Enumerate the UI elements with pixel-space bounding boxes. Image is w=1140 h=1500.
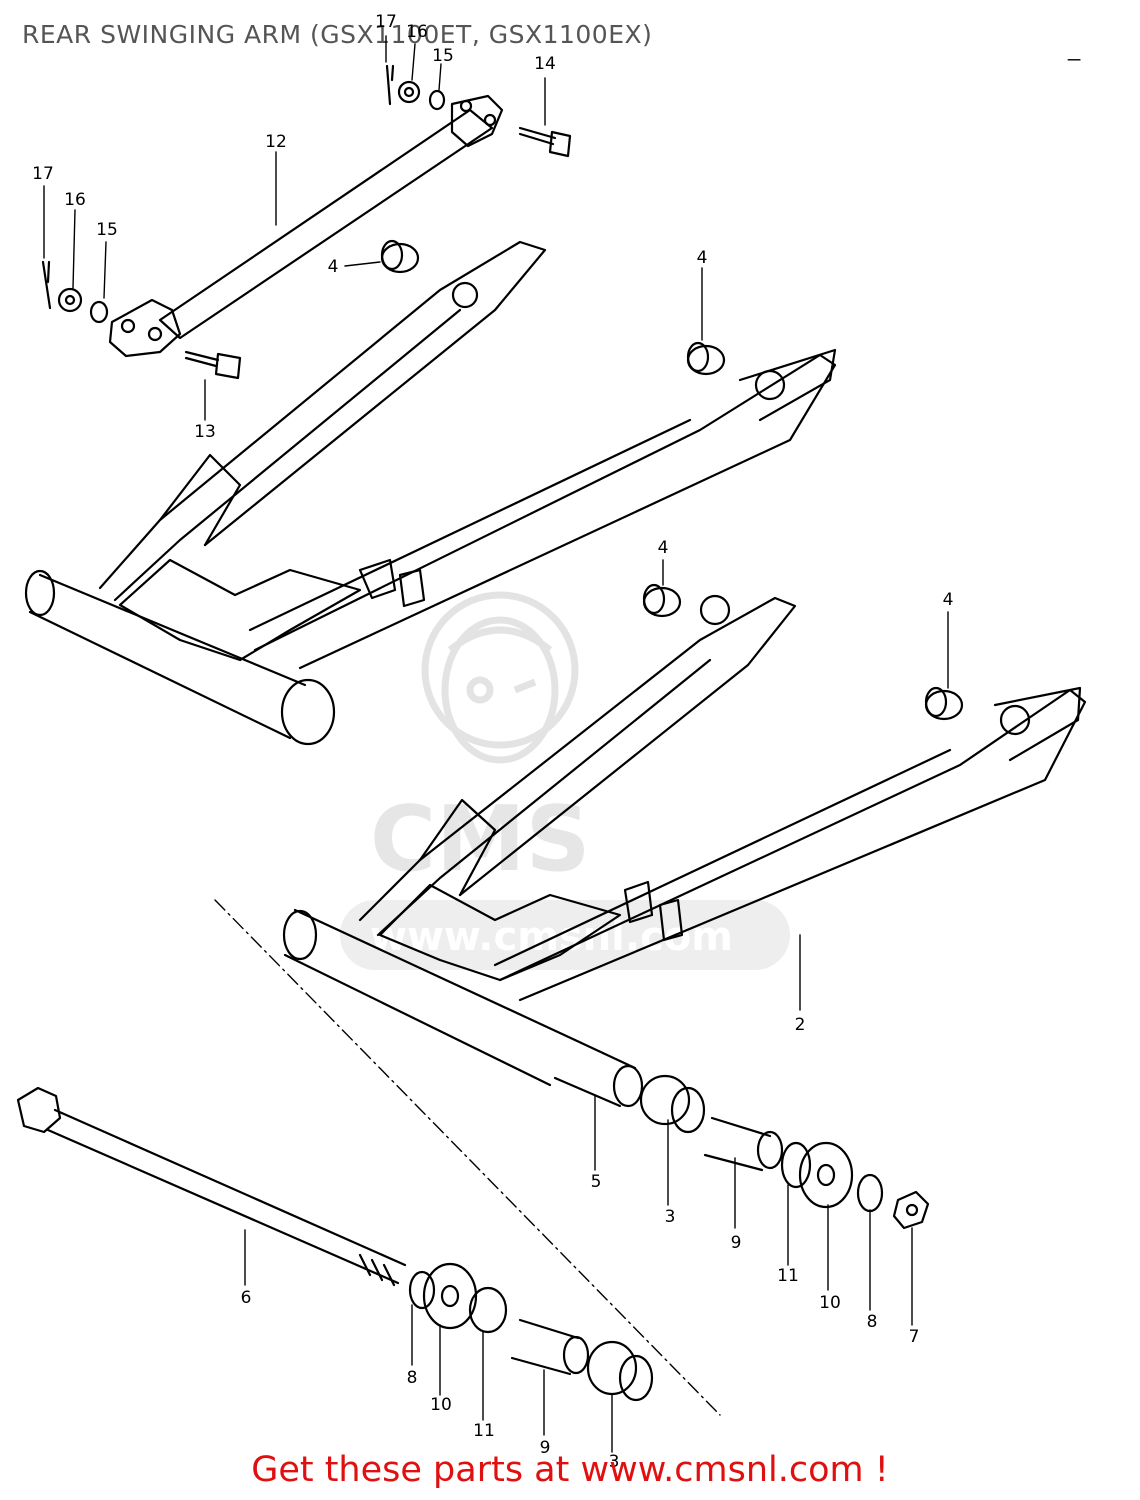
callout-4-d: 4 [942, 590, 954, 610]
bushing-part-4-b [686, 341, 726, 376]
seal-part-11-left [468, 1286, 508, 1334]
corner-mark: _ [1068, 36, 1081, 61]
bolt-part-14 [518, 126, 572, 158]
nut-part-16-top [397, 80, 421, 104]
callout-16-top: 16 [406, 22, 428, 42]
bearing-part-3-right [639, 1074, 706, 1134]
bushing-part-4-c [642, 583, 682, 618]
pivot-axle-part-6 [16, 1086, 407, 1287]
page-title: REAR SWINGING ARM (GSX1100ET, GSX1100EX) [22, 20, 653, 49]
nut-part-16-left [57, 287, 83, 313]
callout-7: 7 [908, 1327, 920, 1347]
callout-15-left: 15 [96, 220, 118, 240]
washer-part-10-left [422, 1262, 478, 1330]
callout-6: 6 [240, 1288, 252, 1308]
swing-arm-upper [24, 240, 837, 746]
washer-part-8-left [408, 1270, 436, 1310]
footer-link[interactable]: Get these parts at www.cmsnl.com ! [251, 1450, 889, 1490]
callout-9-right: 9 [730, 1233, 742, 1253]
cotter-pin-part-17-top [385, 64, 395, 106]
callout-4-a: 4 [327, 257, 339, 277]
callout-11-right: 11 [777, 1266, 799, 1286]
cotter-pin-part-17-left [41, 260, 52, 310]
seal-part-11-right [780, 1141, 812, 1189]
bushing-part-4-d [924, 686, 964, 721]
callout-12: 12 [265, 132, 287, 152]
watermark-logo: CMS www.cmsnl.com [340, 591, 790, 970]
swing-arm-lower [214, 594, 1087, 1416]
callout-10-left: 10 [430, 1395, 452, 1415]
spacer-part-9-right [703, 1116, 784, 1172]
washer-part-8-right [856, 1173, 884, 1213]
washer-part-15-top [428, 89, 446, 111]
callout-11-left: 11 [473, 1421, 495, 1441]
callout-3-right: 3 [664, 1207, 676, 1227]
callout-10-right: 10 [819, 1293, 841, 1313]
washer-part-15-left [89, 300, 109, 324]
bearing-part-3-left [586, 1340, 654, 1402]
callout-5: 5 [590, 1172, 602, 1192]
callout-17-top: 17 [375, 12, 397, 32]
callout-4-b: 4 [696, 248, 708, 268]
nut-part-7 [892, 1190, 930, 1230]
callout-14: 14 [534, 54, 556, 74]
callout-8-left: 8 [406, 1368, 418, 1388]
bolt-part-13 [184, 350, 242, 380]
callout-4-c: 4 [657, 538, 669, 558]
bushing-part-4-a [380, 239, 420, 274]
callout-13: 13 [194, 422, 216, 442]
callout-8-right: 8 [866, 1312, 878, 1332]
callout-16-left: 16 [64, 190, 86, 210]
washer-part-10-right [798, 1141, 854, 1209]
callout-17-left: 17 [32, 164, 54, 184]
callout-9-left: 9 [539, 1438, 551, 1458]
callout-2: 2 [794, 1015, 806, 1035]
callout-3-left: 3 [608, 1452, 620, 1472]
spacer-part-9-left [510, 1318, 590, 1376]
link-bar-part-12 [108, 94, 504, 358]
callout-15-top: 15 [432, 46, 454, 66]
